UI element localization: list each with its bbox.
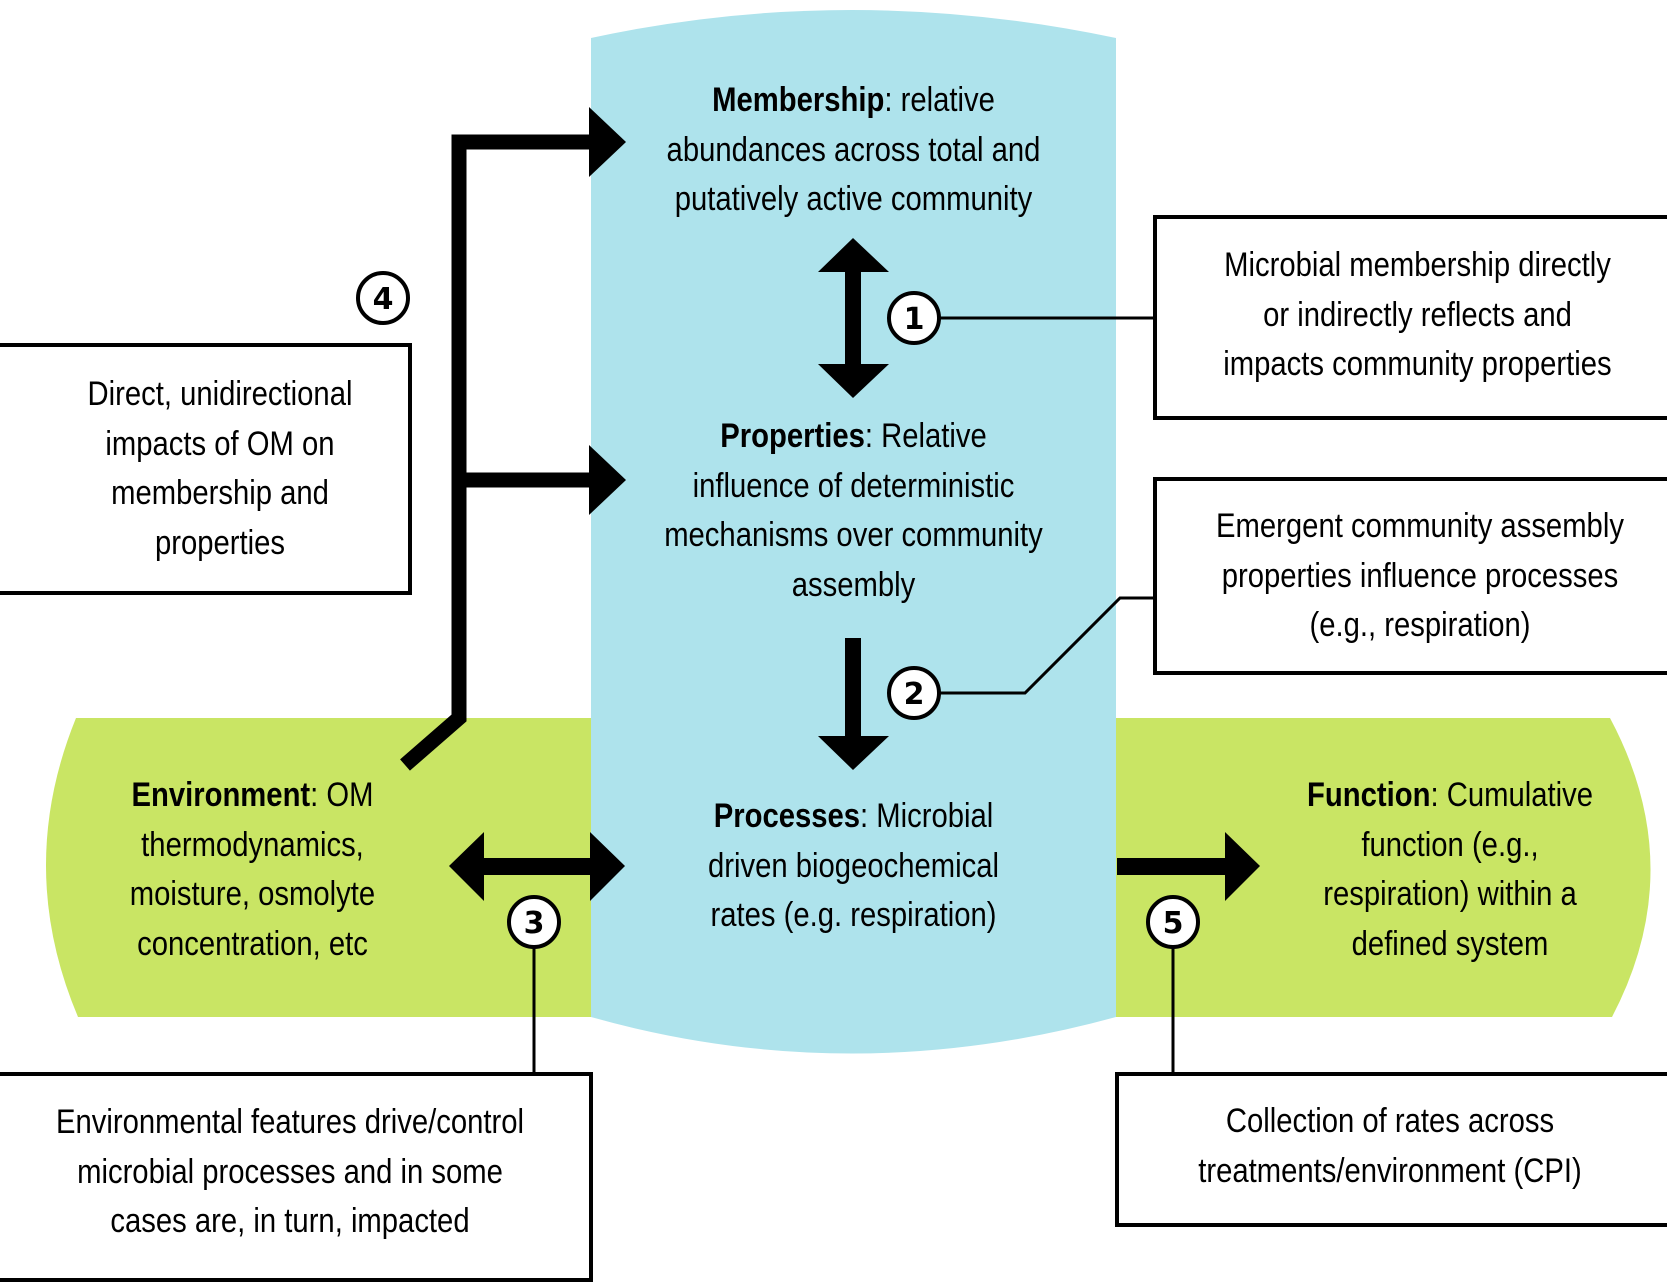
node-title: Membership (712, 81, 885, 119)
badge-3: 3 (507, 895, 561, 949)
arrow-5-right (1117, 832, 1260, 901)
arrow-2-down (818, 638, 889, 770)
node-membership: Membership: relative abundances across t… (666, 81, 1041, 218)
svg-text:1: 1 (904, 302, 925, 337)
callout-text-2: Emergent community assembly properties i… (1216, 507, 1624, 644)
svg-text:3: 3 (524, 906, 545, 941)
badge-1: 1 (887, 291, 941, 345)
badge-4: 4 (356, 271, 410, 325)
leader-line-2 (935, 596, 1155, 695)
arrow-1-bidirectional (818, 238, 889, 398)
node-title: Function (1307, 776, 1431, 814)
badge-5: 5 (1146, 895, 1200, 949)
arrowhead-properties (589, 445, 626, 515)
svg-text:2: 2 (904, 677, 925, 712)
badge-2: 2 (887, 666, 941, 720)
callout-box-5 (1115, 1072, 1667, 1227)
callout-box-4 (0, 343, 412, 595)
callout-box-2 (1153, 477, 1667, 675)
svg-text:4: 4 (373, 282, 394, 317)
callout-text-5: Collection of rates across treatments/en… (1198, 1102, 1582, 1190)
node-title: Processes (713, 797, 861, 835)
node-properties: Properties: Relative influence of determ… (664, 417, 1043, 604)
callout-text-1: Microbial membership directly or indirec… (1223, 246, 1612, 383)
arrowhead-membership (589, 107, 626, 177)
arrow-4-connector (400, 107, 626, 771)
callout-text-4: Direct, unidirectional impacts of OM on … (87, 375, 353, 562)
node-title: Environment (131, 776, 311, 814)
arrow-3-bidirectional (449, 832, 625, 901)
node-title: Properties (720, 417, 865, 455)
blue-column (591, 10, 1116, 1054)
node-environment: Environment: OM thermodynamics, moisture… (129, 776, 376, 963)
node-function: Function: Cumulative function (e.g., res… (1307, 776, 1593, 963)
node-processes: Processes: Microbial driven biogeochemic… (708, 797, 999, 934)
callout-text-3: Environmental features drive/control mic… (55, 1103, 525, 1240)
callout-box-1 (1153, 215, 1667, 420)
svg-text:5: 5 (1163, 906, 1184, 941)
